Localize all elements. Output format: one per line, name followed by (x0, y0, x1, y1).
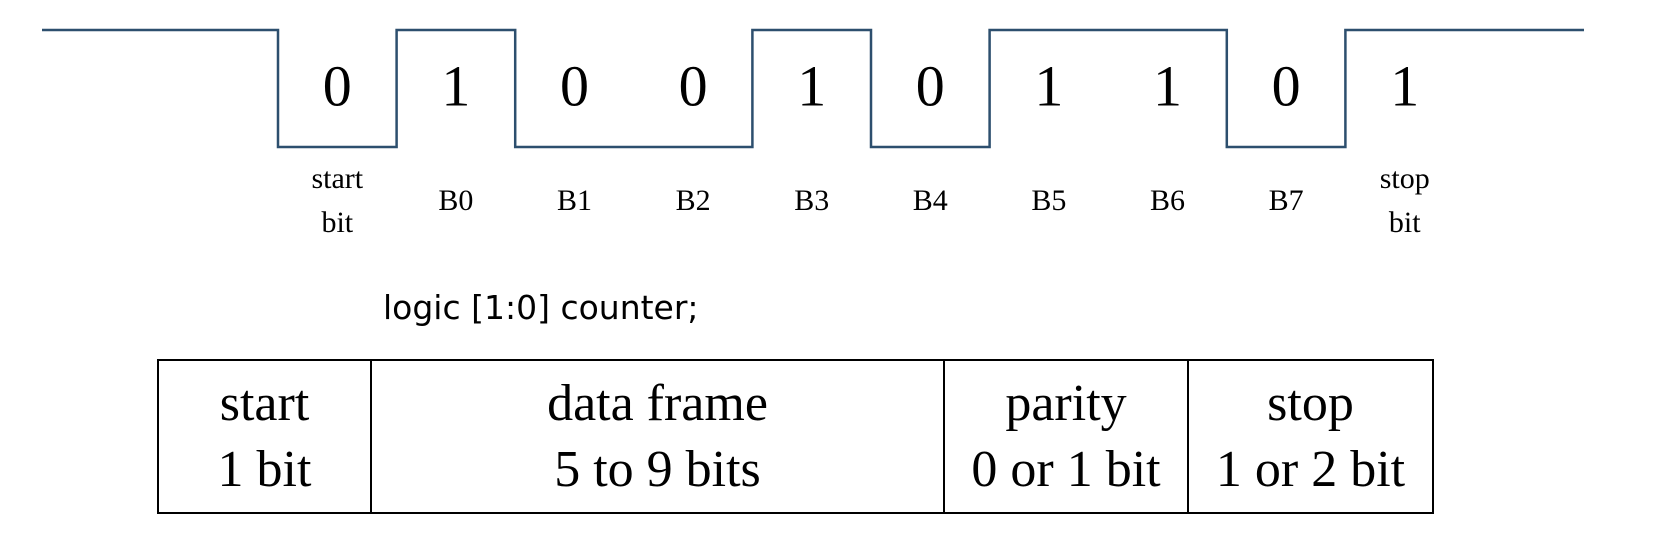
bit-label: B4 (913, 184, 948, 217)
bit-label: B6 (1150, 184, 1185, 217)
frame-cell-title: start (219, 374, 310, 432)
frame-cell-size: 1 bit (217, 440, 312, 498)
frame-cell-start: start 1 bit (157, 359, 372, 514)
code-snippet: logic [1:0] counter; (383, 288, 699, 327)
bit-label: stop (1380, 162, 1430, 195)
frame-cell-stop: stop 1 or 2 bit (1187, 359, 1434, 514)
bit-label: B0 (438, 184, 473, 217)
bit-label: bit (321, 206, 353, 239)
bit-value: 1 (441, 53, 470, 118)
bit-value: 1 (1390, 53, 1419, 118)
bit-label: B1 (557, 184, 592, 217)
bit-label: bit (1389, 206, 1421, 239)
signal-line (42, 28, 1584, 149)
bit-value: 1 (1153, 53, 1182, 118)
bit-value: 1 (1034, 53, 1063, 118)
frame-cell-size: 5 to 9 bits (554, 440, 761, 498)
frame-cell-parity: parity 0 or 1 bit (943, 359, 1189, 514)
frame-cell-title: stop (1267, 374, 1354, 432)
frame-cell-title: parity (1005, 374, 1127, 432)
frame-cell-data: data frame 5 to 9 bits (370, 359, 945, 514)
bit-value: 0 (916, 53, 945, 118)
bit-value: 0 (679, 53, 708, 118)
frame-cell-size: 1 or 2 bit (1215, 440, 1406, 498)
uart-frame-table: start 1 bit data frame 5 to 9 bits parit… (157, 359, 1434, 514)
bit-value: 0 (560, 53, 589, 118)
bit-value: 1 (797, 53, 826, 118)
bit-label: B5 (1031, 184, 1066, 217)
frame-cell-size: 0 or 1 bit (971, 440, 1161, 498)
bit-value: 0 (323, 53, 352, 118)
bit-label: start (311, 162, 363, 195)
bit-value: 0 (1272, 53, 1301, 118)
bit-label: B7 (1269, 184, 1304, 217)
bit-label: B3 (794, 184, 829, 217)
frame-cell-title: data frame (547, 374, 768, 432)
bit-label: B2 (676, 184, 711, 217)
